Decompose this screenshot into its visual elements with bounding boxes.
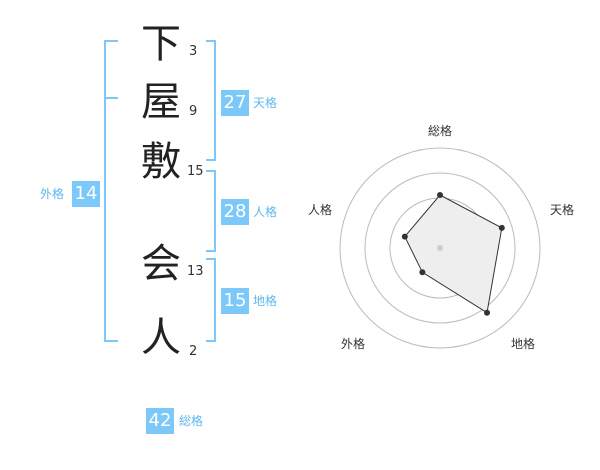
stroke-count-2: 9 — [189, 104, 198, 119]
tenkaku-label: 天格 — [253, 96, 278, 110]
radar-axis-label-tenkaku: 天格 — [550, 203, 575, 217]
gaikaku-bracket — [104, 40, 118, 342]
tenkaku-bracket — [206, 40, 216, 161]
chikaku-label: 地格 — [253, 294, 278, 308]
radar-area — [404, 194, 503, 314]
chikaku-value: 15 — [221, 288, 249, 314]
radar-center-dot — [437, 245, 443, 251]
gaikaku-label: 外格 — [40, 187, 65, 201]
gaikaku-value: 14 — [72, 181, 100, 207]
name-char-3: 敷 — [141, 139, 181, 185]
tenkaku-value: 27 — [221, 90, 249, 116]
radar-point-2 — [498, 224, 505, 231]
radar-point-3 — [484, 309, 491, 316]
radar-points — [401, 192, 505, 316]
gaikaku-bracket-tick — [104, 97, 118, 99]
name-char-4: 会 — [141, 241, 181, 287]
radar-axis-label-gaikaku: 外格 — [341, 337, 366, 351]
radar-point-5 — [401, 233, 408, 240]
radar-point-4 — [419, 269, 426, 276]
stroke-count-4: 13 — [187, 264, 204, 279]
radar-axis-label-soukaku: 総格 — [428, 124, 453, 138]
name-char-1: 下 — [141, 21, 181, 67]
chikaku-bracket — [206, 258, 216, 342]
radar-axis-label-jinkaku: 人格 — [308, 203, 333, 217]
jinkaku-value: 28 — [221, 199, 249, 225]
radar-axis-label-chikaku: 地格 — [511, 337, 536, 351]
stroke-count-3: 15 — [187, 164, 204, 179]
radar-ring — [339, 147, 541, 349]
jinkaku-bracket — [206, 170, 216, 252]
soukaku-label: 総格 — [179, 414, 204, 428]
radar-point-1 — [437, 192, 443, 198]
soukaku-value: 42 — [146, 408, 174, 434]
name-char-2: 屋 — [141, 79, 181, 125]
stroke-count-5: 2 — [189, 344, 198, 359]
name-char-5: 人 — [141, 315, 181, 361]
jinkaku-label: 人格 — [253, 205, 278, 219]
radar-ring — [364, 172, 516, 324]
stroke-count-1: 3 — [189, 44, 198, 59]
